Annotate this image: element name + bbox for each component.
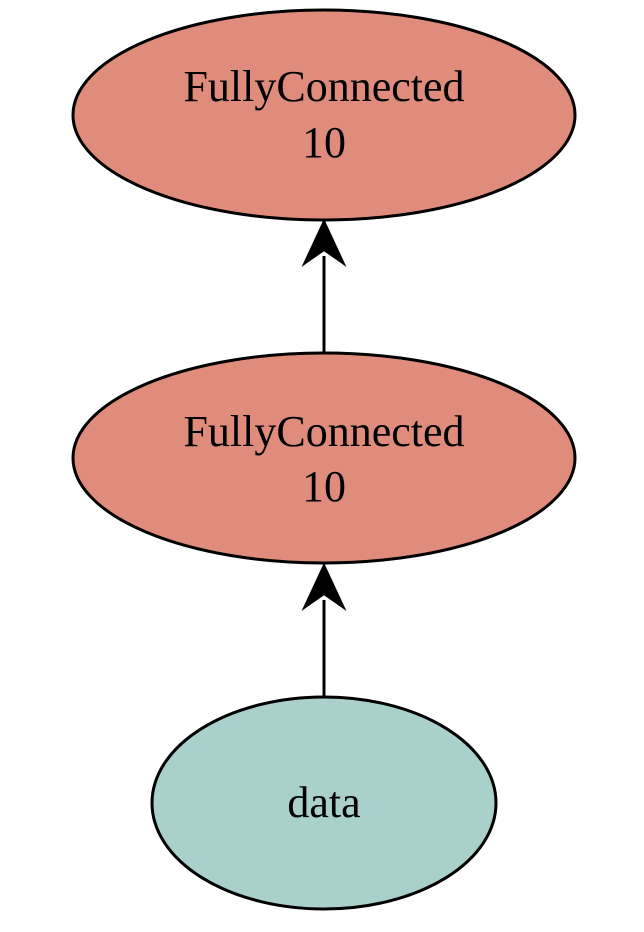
edge-data-to-fc1 xyxy=(301,562,347,696)
edge-fc1-to-fc2 xyxy=(301,218,347,352)
node-data[interactable]: data xyxy=(150,695,498,911)
node-op-label: data xyxy=(287,778,360,827)
node-ellipse[interactable] xyxy=(71,351,577,565)
node-fullyconnected-middle[interactable]: FullyConnected 10 xyxy=(71,351,577,565)
node-op-label: FullyConnected xyxy=(183,62,464,111)
node-fullyconnected-top[interactable]: FullyConnected 10 xyxy=(71,8,577,222)
node-size-label: 10 xyxy=(302,462,346,511)
node-size-label: 10 xyxy=(302,118,346,167)
node-ellipse[interactable] xyxy=(71,8,577,222)
arrowhead-icon xyxy=(301,562,347,611)
arrowhead-icon xyxy=(301,218,347,267)
node-ellipse[interactable] xyxy=(150,695,498,911)
node-op-label: FullyConnected xyxy=(183,407,464,456)
